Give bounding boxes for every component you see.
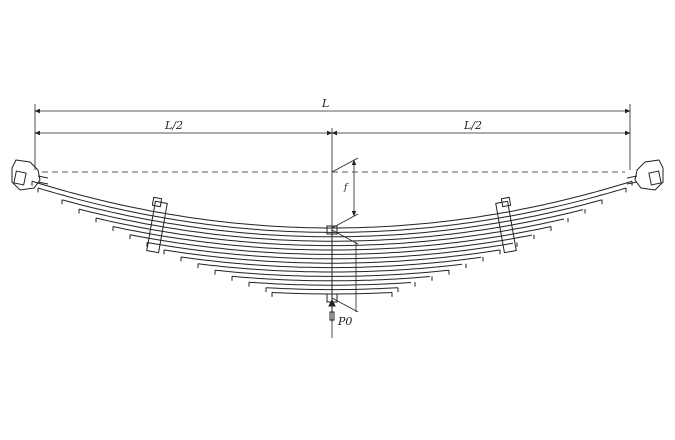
spring-leaf (231, 275, 431, 282)
spring-leaf (146, 242, 514, 260)
left-span-label: L/2 (164, 119, 183, 132)
spring-leaf (95, 217, 565, 247)
spring-leaf (197, 263, 463, 273)
right-spring-eye (626, 159, 664, 191)
left-spring-eye (11, 159, 49, 191)
camber-label: f (343, 183, 349, 193)
load-label: P0 (337, 315, 352, 328)
spring-leaf (129, 234, 533, 255)
spring-leaf (180, 256, 482, 269)
right-rebound-clip (495, 196, 517, 254)
right-span-label: L/2 (463, 119, 482, 132)
dimension-lines (34, 104, 631, 338)
load-arrow (328, 298, 336, 322)
overall-length-label: L (321, 97, 329, 110)
left-rebound-clip (146, 196, 168, 254)
spring-leaf (248, 281, 412, 286)
